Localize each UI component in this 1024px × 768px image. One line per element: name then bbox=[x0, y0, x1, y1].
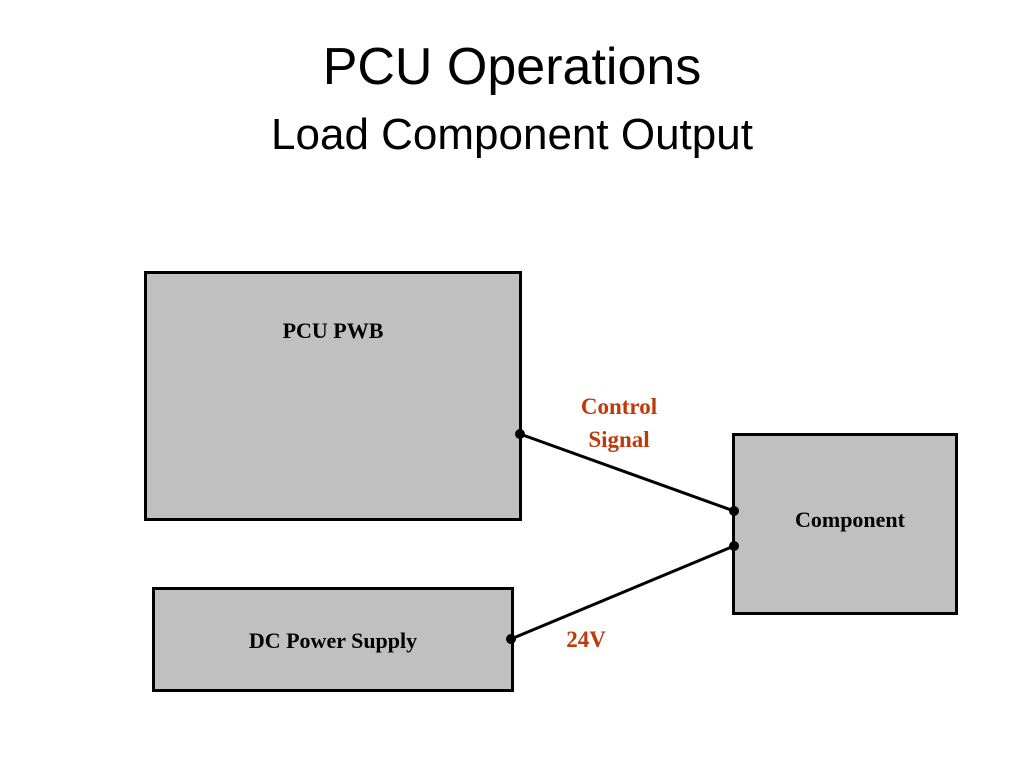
control-signal-wire bbox=[519, 432, 735, 513]
power-wire bbox=[510, 544, 735, 641]
voltage-label: 24V bbox=[566, 627, 606, 652]
slide-title: PCU Operations bbox=[322, 38, 702, 96]
pcu-pwb-box bbox=[144, 271, 522, 521]
dc-power-supply-box bbox=[152, 587, 514, 692]
pcu-pwb-label: PCU PWB bbox=[282, 318, 384, 343]
control-signal-label-line2: Signal bbox=[588, 427, 650, 452]
control-signal-label: Control Signal bbox=[560, 390, 678, 456]
dc-power-supply-label: DC Power Supply bbox=[248, 628, 418, 653]
dc-power-supply-terminal bbox=[506, 634, 516, 644]
slide-subtitle: Load Component Output bbox=[271, 110, 753, 159]
component-label: Component bbox=[794, 507, 905, 532]
component-power-terminal bbox=[729, 541, 739, 551]
component-box bbox=[732, 433, 958, 615]
pcu-pwb-terminal bbox=[515, 429, 525, 439]
control-signal-label-line1: Control bbox=[580, 394, 658, 419]
component-control-terminal bbox=[729, 506, 739, 516]
